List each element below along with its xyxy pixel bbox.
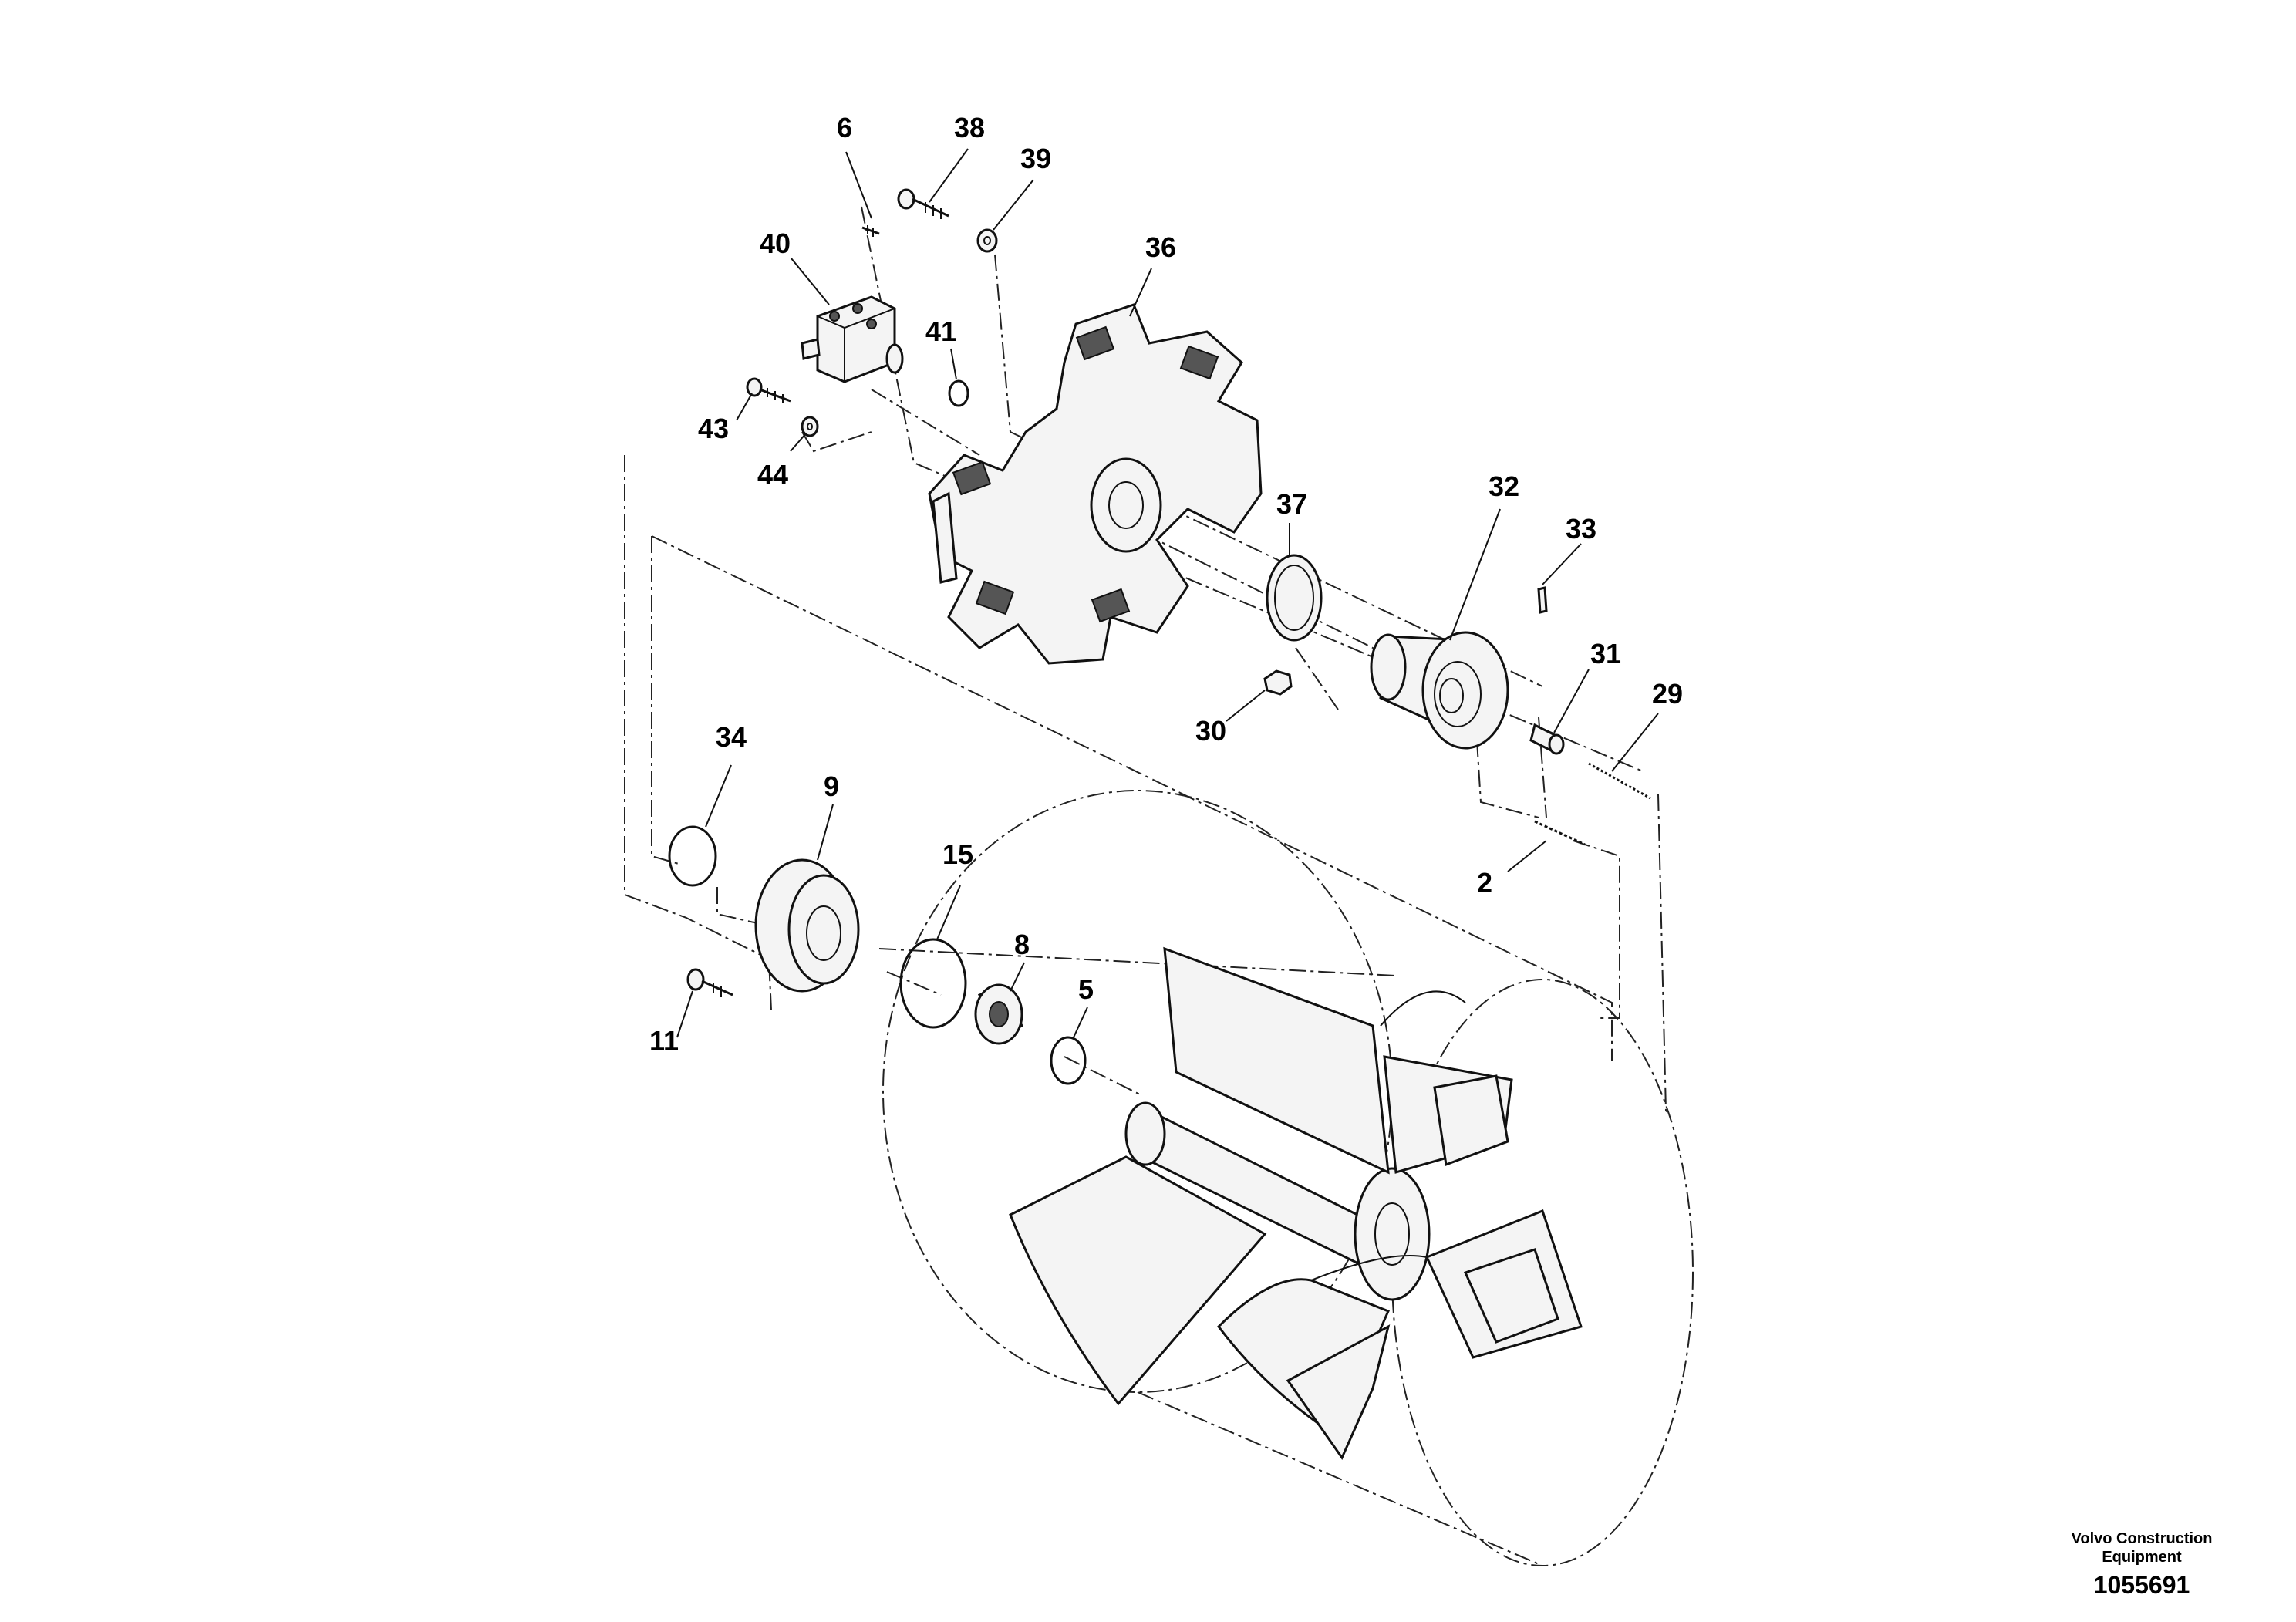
- ring-15: [899, 938, 967, 1029]
- part-label-2: 2: [1477, 867, 1492, 899]
- part-label-44: 44: [757, 459, 788, 491]
- spring-29: [1588, 762, 1651, 800]
- bolt-38: [897, 188, 949, 219]
- small-parts: [668, 188, 1651, 1085]
- bearing-8: [974, 983, 1024, 1045]
- drive-spider-plate: [928, 303, 1263, 665]
- part-label-40: 40: [760, 228, 791, 259]
- oring-34: [668, 825, 717, 887]
- sleeve-31: [1529, 723, 1565, 755]
- washer-39: [976, 228, 998, 253]
- part-label-29: 29: [1652, 678, 1683, 710]
- part-label-34: 34: [716, 721, 747, 753]
- brand-footer: Volvo Construction Equipment 1055691: [2026, 1529, 2257, 1600]
- part-label-31: 31: [1590, 638, 1621, 669]
- document-number: 1055691: [2093, 1571, 2190, 1599]
- washer-44: [801, 416, 819, 437]
- part-label-41: 41: [925, 315, 956, 347]
- part-labels: 6 38 39 40 36 41 43 44 32 37 33 31 29 30…: [649, 112, 1683, 1057]
- part-label-5: 5: [1078, 973, 1094, 1005]
- stud-2: [1534, 820, 1586, 846]
- part-label-37: 37: [1276, 488, 1307, 520]
- part-label-6: 6: [837, 112, 852, 143]
- motor-block: [801, 295, 904, 383]
- leader-lines: [676, 148, 1659, 1038]
- part-label-15: 15: [942, 838, 973, 870]
- brand-name-line-1: Volvo Construction: [2071, 1530, 2213, 1547]
- nut-30: [1263, 669, 1293, 696]
- drum-internals: [1009, 946, 1583, 1461]
- pin-33: [1537, 586, 1548, 614]
- flange-9: [754, 858, 860, 993]
- brand-name-line-2: Equipment: [2102, 1549, 2182, 1566]
- part-label-43: 43: [698, 413, 729, 444]
- hub: [1370, 631, 1509, 750]
- bolt-43: [746, 377, 791, 403]
- seal-5: [1050, 1036, 1087, 1085]
- oring-41: [948, 379, 969, 407]
- screw-6: [861, 225, 880, 237]
- part-label-30: 30: [1195, 715, 1226, 747]
- part-label-39: 39: [1020, 143, 1051, 174]
- bolt-11: [686, 968, 733, 997]
- part-label-33: 33: [1566, 513, 1596, 545]
- gasket-37: [1266, 554, 1323, 642]
- part-label-8: 8: [1014, 929, 1030, 960]
- part-label-38: 38: [954, 112, 985, 143]
- part-label-32: 32: [1489, 470, 1519, 502]
- part-label-9: 9: [824, 771, 839, 802]
- part-label-11: 11: [649, 1025, 679, 1057]
- part-label-36: 36: [1145, 231, 1176, 263]
